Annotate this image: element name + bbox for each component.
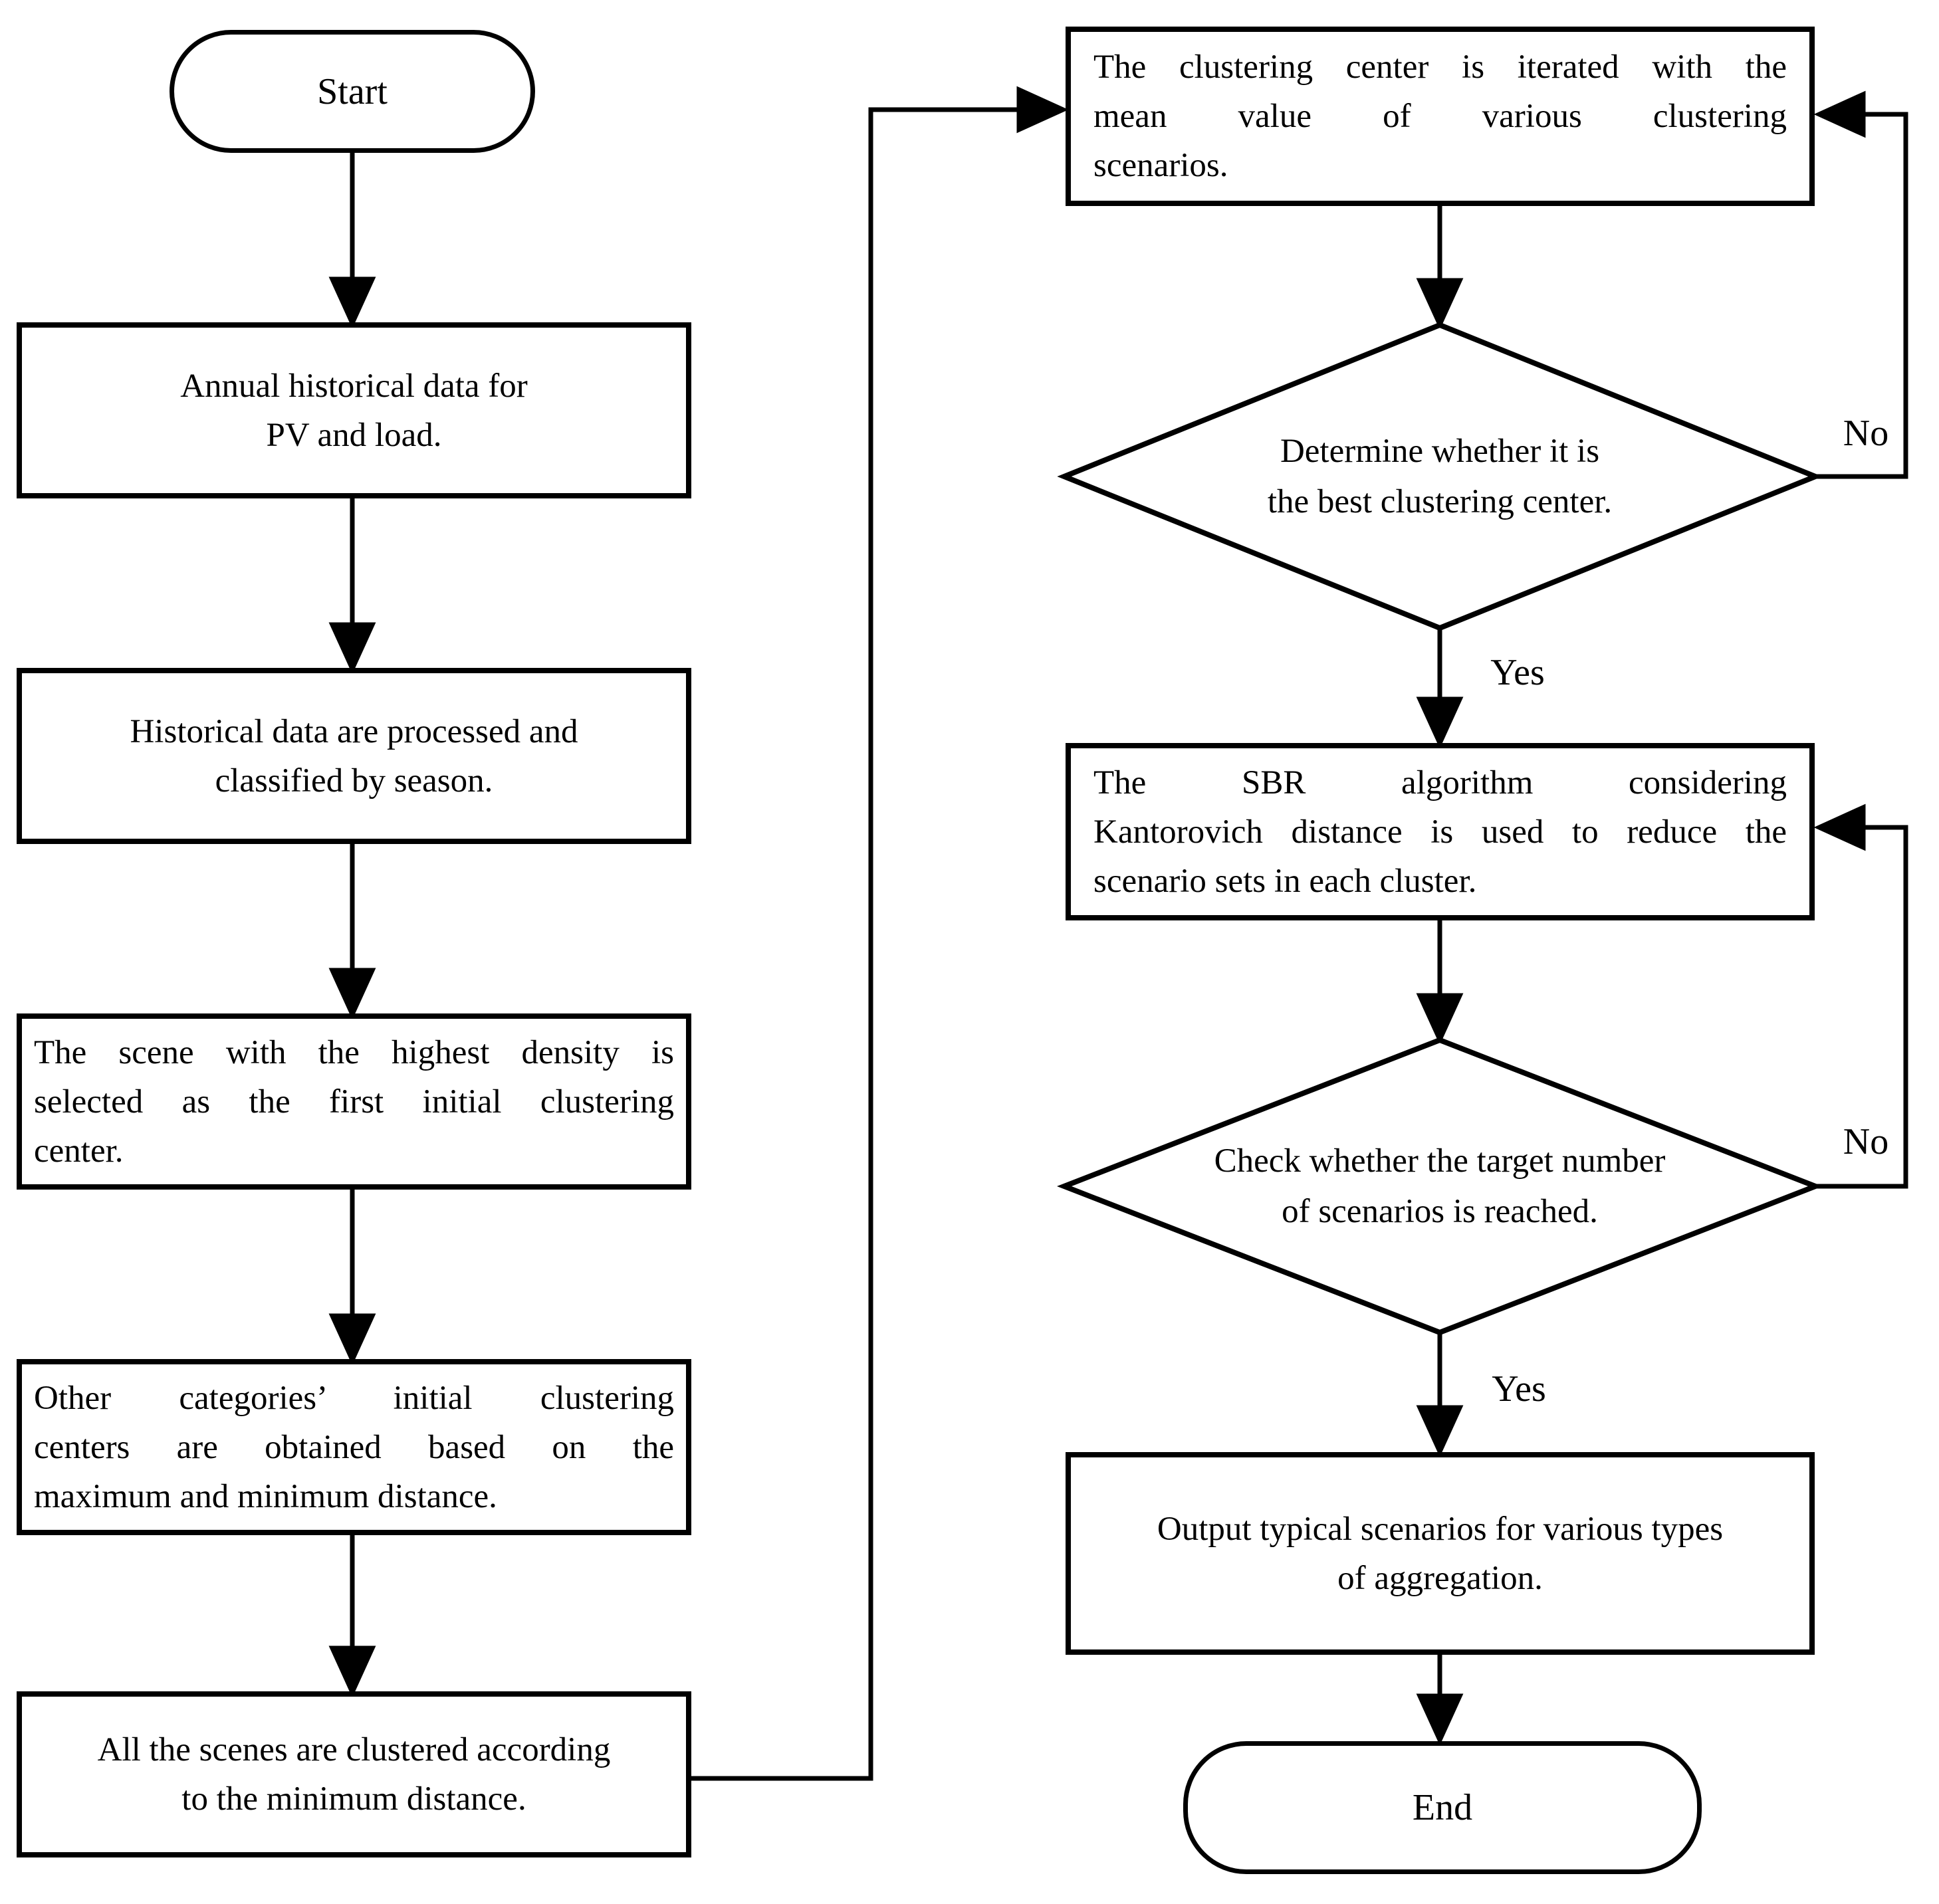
node-historical-processed: Historical data are processed and classi…	[17, 668, 691, 844]
historical-processed-line: Historical data are processed and	[130, 712, 578, 750]
end-label: End	[1412, 1787, 1473, 1828]
node-output-scenarios: Output typical scenarios for various typ…	[1066, 1452, 1815, 1655]
decision-best-center-line: Determine whether it is	[1280, 433, 1600, 470]
other-categories-line: centers are obtained based on the	[34, 1428, 674, 1466]
node-cluster-min-distance: All the scenes are clustered according t…	[17, 1691, 691, 1857]
loop-best-center-no-line	[1813, 112, 1908, 479]
sbr-reduce-line: scenario sets in each cluster.	[1093, 862, 1477, 900]
node-highest-density: The scene with the highest density is se…	[17, 1013, 691, 1190]
arrow-annual-to-processed-head	[328, 622, 376, 675]
node-other-categories: Other categories’ initial clustering cen…	[17, 1359, 691, 1535]
arrow-categories-to-cluster-head	[328, 1645, 376, 1698]
other-categories-line: maximum and minimum distance.	[34, 1477, 497, 1515]
arrow-start-to-annual-head	[328, 276, 376, 329]
arrow-yes-to-sbr-head	[1416, 696, 1464, 749]
node-start: Start	[170, 30, 535, 153]
node-sbr-reduce: The SBR algorithm considering Kantorovic…	[1066, 743, 1815, 920]
loop-target-number-no-head	[1813, 803, 1866, 851]
edge-label-target-number-yes: Yes	[1492, 1368, 1546, 1410]
highest-density-line: The scene with the highest density is	[34, 1033, 674, 1071]
loop-target-number-no-line	[1813, 825, 1908, 1189]
historical-processed-line: classified by season.	[215, 762, 493, 799]
sbr-reduce-line: The SBR algorithm considering	[1093, 764, 1787, 801]
arrow-sbr-to-target-head	[1416, 993, 1464, 1045]
edge-label-best-center-no: No	[1843, 413, 1889, 454]
connector-cluster-to-iterate-head	[1016, 86, 1069, 134]
connector-cluster-to-iterate-line	[690, 107, 1020, 1781]
highest-density-line: selected as the first initial clustering	[34, 1083, 674, 1120]
iterate-center-line: The clustering center is iterated with t…	[1093, 49, 1787, 86]
decision-target-number-line: of scenarios is reached.	[1282, 1193, 1598, 1230]
other-categories-line: Other categories’ initial clustering	[34, 1379, 674, 1417]
node-annual-data: Annual historical data for PV and load.	[17, 322, 691, 498]
highest-density-line: center.	[34, 1132, 124, 1170]
arrow-output-to-end-head	[1416, 1693, 1464, 1746]
node-iterate-center: The clustering center is iterated with t…	[1066, 27, 1815, 206]
cluster-min-distance-line: to the minimum distance.	[181, 1780, 526, 1818]
output-scenarios-line: Output typical scenarios for various typ…	[1157, 1510, 1724, 1548]
arrow-yes-to-output-head	[1416, 1405, 1464, 1457]
decision-target-number-shape	[1056, 1037, 1823, 1336]
decision-best-center-text: Determine whether it is the best cluster…	[1064, 426, 1815, 527]
iterate-center-line: mean value of various clustering	[1093, 98, 1787, 135]
output-scenarios-line: of aggregation.	[1337, 1559, 1543, 1597]
decision-target-number-line: Check whether the target number	[1214, 1142, 1666, 1180]
sbr-reduce-line: Kantorovich distance is used to reduce t…	[1093, 813, 1787, 851]
arrow-density-to-categories-head	[328, 1313, 376, 1366]
edge-label-target-number-no: No	[1843, 1121, 1889, 1162]
arrow-iterate-to-best-center-head	[1416, 278, 1464, 330]
start-label: Start	[317, 70, 388, 112]
cluster-min-distance-line: All the scenes are clustered according	[97, 1731, 611, 1768]
decision-best-center-line: the best clustering center.	[1267, 483, 1613, 520]
edge-label-best-center-yes: Yes	[1490, 652, 1545, 693]
loop-best-center-no-head	[1813, 90, 1866, 138]
annual-data-line: PV and load.	[266, 416, 442, 454]
node-end: End	[1183, 1741, 1702, 1874]
arrow-processed-to-density-head	[328, 968, 376, 1020]
decision-best-center-shape	[1057, 322, 1823, 631]
annual-data-line: Annual historical data for	[180, 367, 528, 405]
decision-target-number-text: Check whether the target number of scena…	[1064, 1136, 1815, 1237]
iterate-center-line: scenarios.	[1093, 147, 1228, 184]
